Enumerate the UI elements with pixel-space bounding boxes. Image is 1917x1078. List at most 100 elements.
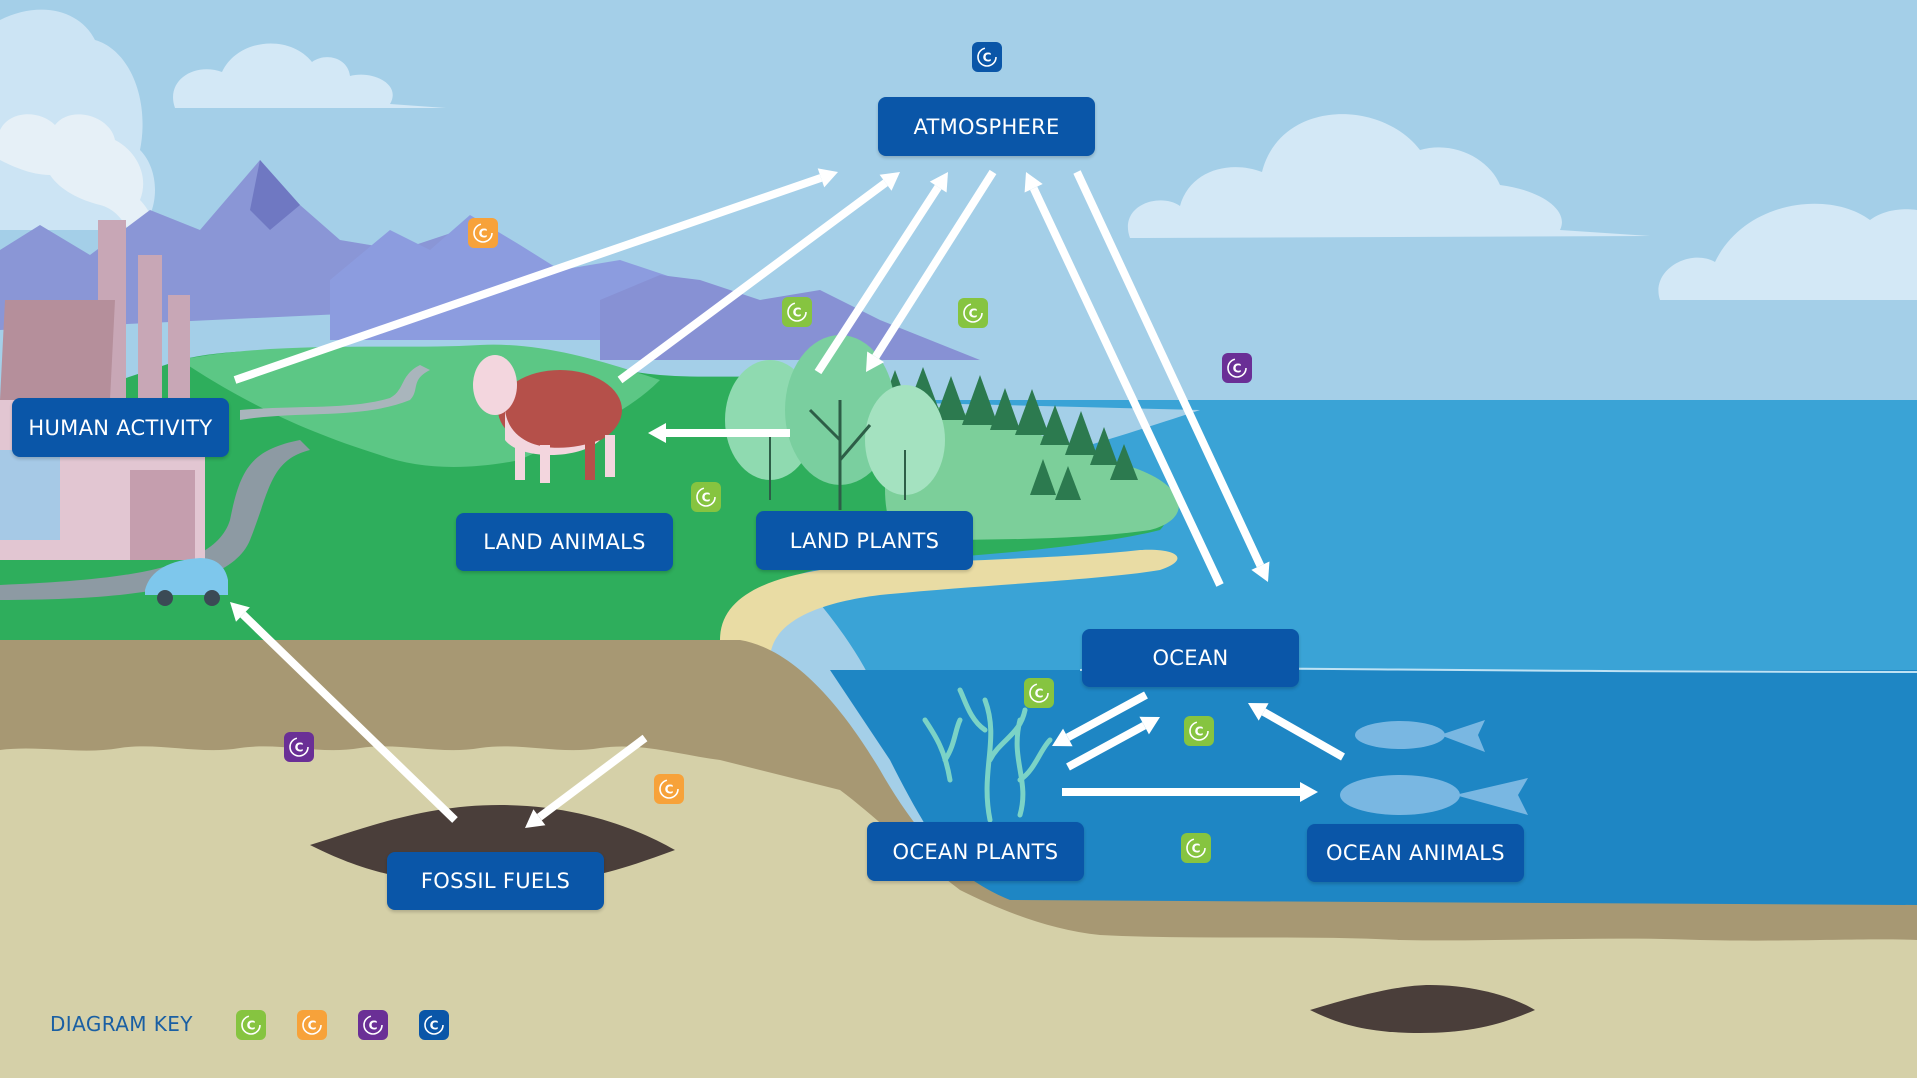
arrow-head bbox=[1052, 728, 1073, 747]
cow bbox=[473, 355, 622, 483]
tree bbox=[1040, 405, 1070, 445]
arrow-shaft bbox=[1261, 708, 1345, 761]
arrow-head bbox=[525, 809, 546, 828]
carbon-letter: C bbox=[665, 783, 674, 797]
flow-ocean-to-ocean-plants bbox=[1052, 691, 1148, 747]
carbon-letter: C bbox=[1195, 725, 1204, 739]
cycle-ring bbox=[977, 47, 997, 67]
cycle-ring bbox=[963, 303, 983, 323]
carbon-glyph-icon: C bbox=[241, 1015, 261, 1035]
cycle-ring bbox=[424, 1015, 444, 1035]
car bbox=[145, 558, 228, 606]
smokestack bbox=[138, 255, 162, 415]
cycle-ring bbox=[696, 487, 716, 507]
smoke bbox=[0, 114, 156, 256]
arrow-head bbox=[1139, 716, 1160, 735]
sand-beach bbox=[720, 549, 1178, 660]
arrow-shaft bbox=[1073, 170, 1265, 568]
carbon-glyph-icon: C bbox=[1189, 721, 1209, 741]
factory-windows bbox=[0, 450, 60, 540]
cycle-ring bbox=[1189, 721, 1209, 741]
fossil-fuel-deposit bbox=[1310, 985, 1535, 1033]
cycle-ring bbox=[1029, 683, 1049, 703]
road bbox=[0, 440, 310, 600]
key-carbon-icon-green: C bbox=[236, 1010, 266, 1040]
cow-leg bbox=[605, 435, 615, 477]
tree-trunk bbox=[808, 400, 872, 510]
carbon-letter: C bbox=[247, 1019, 256, 1033]
flow-ocean-plants-to-ocean-animals bbox=[1062, 782, 1318, 802]
flow-remains-to-fossil-fuels bbox=[525, 734, 648, 828]
arrow-head bbox=[648, 423, 666, 443]
carbon-glyph-icon: C bbox=[696, 487, 716, 507]
cycle-ring bbox=[302, 1015, 322, 1035]
carbon-glyph-icon: C bbox=[363, 1015, 383, 1035]
flow-fossil-fuels-to-human-activity bbox=[230, 602, 458, 823]
mountain bbox=[250, 160, 300, 230]
ocean-plants-illustration bbox=[922, 687, 1053, 823]
flow-ocean-to-atmosphere bbox=[1024, 172, 1224, 587]
cloud bbox=[173, 43, 447, 108]
car-wheel bbox=[157, 590, 173, 606]
cycle-ring bbox=[1227, 358, 1247, 378]
carbon-glyph-icon: C bbox=[963, 303, 983, 323]
cow-body bbox=[498, 370, 622, 450]
cow-belly bbox=[505, 410, 600, 455]
cow-leg bbox=[540, 445, 550, 483]
carbon-icon-blue: C bbox=[972, 42, 1002, 72]
fish-body bbox=[1355, 721, 1445, 749]
flow-land-animals-to-atmosphere bbox=[617, 172, 900, 384]
carbon-letter: C bbox=[308, 1019, 317, 1033]
key-carbon-icon-orange: C bbox=[297, 1010, 327, 1040]
tree bbox=[1090, 427, 1118, 465]
carbon-letter: C bbox=[793, 306, 802, 320]
clouds bbox=[0, 9, 1917, 300]
arrow-head bbox=[230, 602, 250, 622]
cycle-ring bbox=[659, 779, 679, 799]
tree-canopy bbox=[865, 385, 945, 495]
seaweed bbox=[957, 687, 1028, 823]
carbon-letter: C bbox=[983, 51, 992, 65]
diagram-key-label: DIAGRAM KEY bbox=[50, 1012, 193, 1036]
road-back bbox=[240, 365, 430, 420]
flow-ocean-plants-to-ocean bbox=[1066, 716, 1160, 771]
node-land-plants: LAND PLANTS bbox=[756, 511, 973, 570]
smokestack bbox=[168, 295, 190, 415]
key-carbon-icon-blue: C bbox=[419, 1010, 449, 1040]
arrow-shaft bbox=[1065, 691, 1148, 741]
carbon-letter: C bbox=[369, 1019, 378, 1033]
arrow-shaft bbox=[1030, 186, 1224, 587]
arrow-shaft bbox=[537, 734, 648, 821]
carbon-icon-green: C bbox=[1184, 716, 1214, 746]
carbon-icon-purple: C bbox=[1222, 353, 1252, 383]
carbon-icon-orange: C bbox=[468, 218, 498, 248]
carbon-glyph-icon: C bbox=[659, 779, 679, 799]
carbon-letter: C bbox=[1233, 362, 1242, 376]
carbon-letter: C bbox=[702, 491, 711, 505]
fish-tail bbox=[1440, 720, 1485, 752]
arrow-head bbox=[879, 172, 900, 191]
arrow-head bbox=[1300, 782, 1318, 802]
factory-door bbox=[130, 470, 195, 560]
flow-arrows bbox=[230, 168, 1345, 828]
arrow-head bbox=[1251, 561, 1270, 582]
cow-leg bbox=[585, 440, 595, 480]
cow-head bbox=[473, 355, 517, 415]
cycle-ring bbox=[787, 302, 807, 322]
tree-trunk bbox=[769, 430, 906, 500]
seaweed bbox=[922, 717, 963, 783]
car-wheel bbox=[204, 590, 220, 606]
arrow-shaft bbox=[814, 184, 942, 375]
tree bbox=[1065, 411, 1097, 455]
carbon-glyph-icon: C bbox=[787, 302, 807, 322]
cloud bbox=[1127, 114, 1650, 238]
arrow-head bbox=[866, 351, 885, 372]
fish-tail bbox=[1455, 778, 1528, 815]
node-atmosphere: ATMOSPHERE bbox=[878, 97, 1095, 156]
node-human-activity: HUMAN ACTIVITY bbox=[12, 398, 229, 457]
node-ocean-animals: OCEAN ANIMALS bbox=[1307, 824, 1524, 882]
flow-land-plants-to-land-animals bbox=[648, 423, 790, 443]
carbon-icon-green: C bbox=[691, 482, 721, 512]
arrow-shaft bbox=[872, 169, 997, 359]
